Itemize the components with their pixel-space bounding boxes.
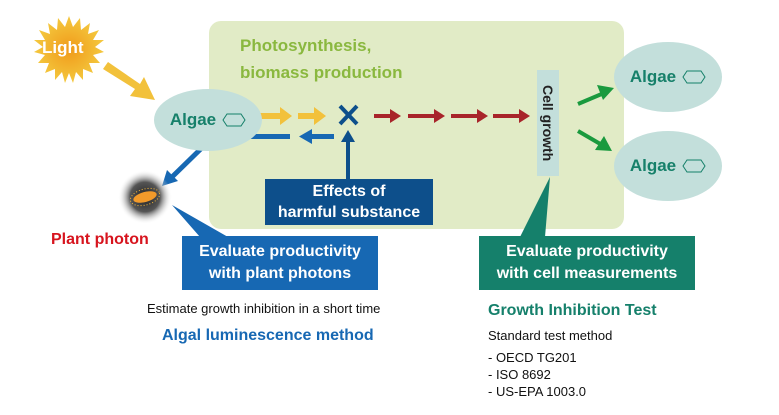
plant-photon-icon — [118, 170, 172, 224]
evaluate-plant-photons-box: Evaluate productivity with plant photons — [182, 236, 378, 290]
standard-test-description: Standard test method — [488, 328, 613, 343]
light-label: Light — [42, 38, 84, 57]
algae-input: Algae — [154, 89, 262, 151]
standards-list: - OECD TG201 - ISO 8692 - US-EPA 1003.0 — [488, 349, 586, 400]
algae-output-1: Algae — [614, 42, 722, 112]
evaluate-cell-measurements-box: Evaluate productivity with cell measurem… — [479, 236, 695, 290]
output-arrows — [576, 85, 614, 151]
standard-item: - US-EPA 1003.0 — [488, 384, 587, 399]
photon-arrows — [258, 107, 326, 125]
cell-hexagon-icon — [682, 159, 706, 173]
standard-item: - OECD TG201 — [488, 350, 577, 365]
light-arrow — [103, 62, 155, 100]
effects-arrow — [341, 130, 355, 180]
sun-icon — [34, 16, 104, 83]
cell-hexagon-icon — [682, 70, 706, 84]
standard-item: - ISO 8692 — [488, 367, 551, 382]
plant-photon-label: Plant photon — [51, 231, 149, 248]
luminescence-description: Estimate growth inhibition in a short ti… — [147, 301, 381, 316]
growth-arrows — [374, 109, 530, 123]
algae-output-2: Algae — [614, 131, 722, 201]
effects-of-harmful-substance-box: Effects of harmful substance — [265, 179, 433, 225]
cell-hexagon-icon — [222, 113, 246, 127]
callout-pointer-teal — [520, 177, 550, 237]
luminescence-method-title: Algal luminescence method — [162, 327, 374, 344]
callout-pointer-blue — [172, 205, 228, 237]
inhibition-x-icon — [338, 104, 359, 126]
cell-growth-box: Cell growth — [537, 70, 559, 176]
process-title: Photosynthesis, biomass production — [240, 36, 403, 82]
growth-inhibition-title: Growth Inhibition Test — [488, 302, 657, 319]
